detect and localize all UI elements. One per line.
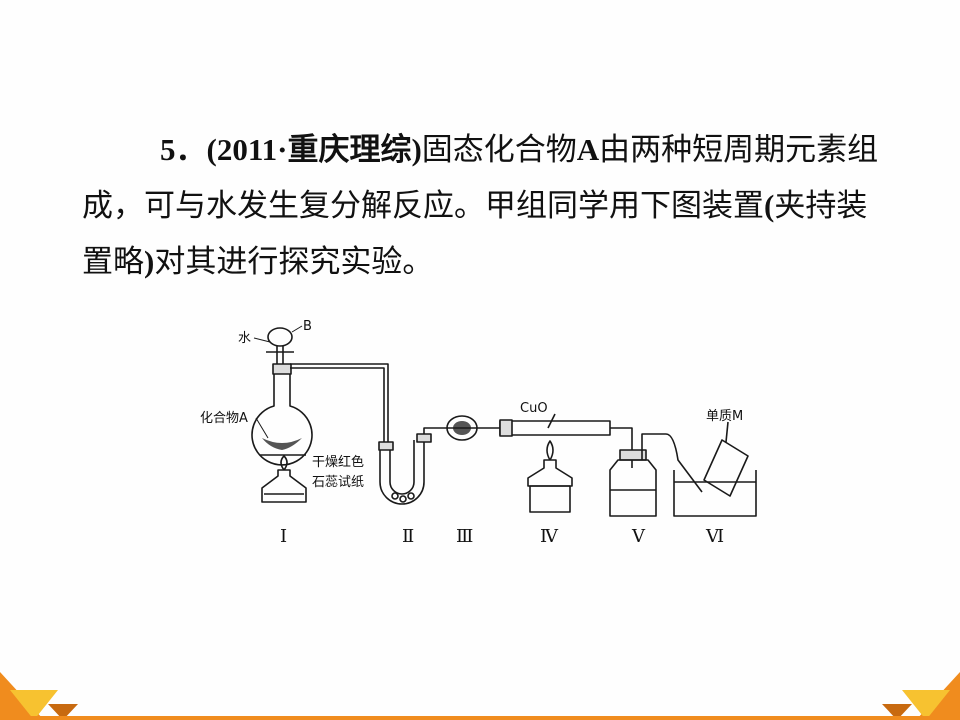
station-6-trough <box>673 421 757 517</box>
apparatus-diagram: 水 B 化合物A 干燥红色 石蕊试纸 CuO 单质M Ⅰ Ⅱ Ⅲ Ⅳ Ⅴ Ⅵ <box>200 319 757 546</box>
label-cuo: CuO <box>520 401 548 416</box>
decor-triangle-left-1 <box>0 672 44 720</box>
question-source: (2011·重庆理综) <box>206 132 422 167</box>
combustion-tube <box>499 420 611 436</box>
water-trough <box>673 470 757 517</box>
station-5-wash-bottle <box>609 440 657 517</box>
station-label: Ⅳ <box>540 526 559 546</box>
station-4-cuo-tube <box>499 413 611 513</box>
element-m-pointer <box>725 421 729 443</box>
question-text-4: 对其进行探究实验。 <box>154 244 434 280</box>
flask-stopper <box>272 363 292 375</box>
station-label: Ⅰ <box>280 526 287 546</box>
station-2-u-tube <box>378 433 432 505</box>
drying-beads <box>407 492 415 500</box>
decor-triangle-right-3 <box>882 704 912 720</box>
combustion-tube-stopper <box>499 419 513 437</box>
question-text: 5．(2011·重庆理综)固态化合物A由两种短周期元素组成，可与水发生复分解反应… <box>82 122 882 290</box>
u-tube-stopper-right <box>416 433 432 443</box>
paren-close: ) <box>144 244 155 279</box>
decor-triangle-right-1 <box>916 672 960 720</box>
burner-block <box>529 485 571 513</box>
compound-symbol: A <box>576 132 600 167</box>
decor-triangle-left-3 <box>48 704 78 720</box>
wash-bottle <box>609 459 657 517</box>
label-element-m: 单质M <box>706 409 743 424</box>
station-1-flask-assembly <box>251 327 313 503</box>
burner-flame <box>280 455 288 471</box>
alcohol-burner <box>261 469 307 503</box>
drying-beads <box>399 495 407 503</box>
label-funnel-b: B <box>303 319 312 334</box>
station-3-drying-tube <box>446 415 500 441</box>
label-litmus-line-2: 石蕊试纸 <box>312 475 364 490</box>
delivery-tube-1 <box>290 363 389 450</box>
question-text-2: 由两种短周期元素组成，可与水发生复分解反应。甲组同学用下图装置 <box>82 132 879 224</box>
u-tube-inner <box>389 440 415 495</box>
question-number: 5． <box>160 132 207 167</box>
decor-bottom-bar <box>0 716 960 720</box>
separatory-funnel <box>267 327 293 347</box>
label-water: 水 <box>238 331 251 346</box>
solid-compound-a <box>262 438 302 450</box>
question-text-1: 固态化合物 <box>421 132 577 168</box>
station-4-burner <box>527 459 573 487</box>
question-text-3: 夹持装置略 <box>82 188 868 280</box>
delivery-tube-4 <box>641 433 703 493</box>
station-label: Ⅲ <box>456 526 473 546</box>
decor-triangle-left-2 <box>10 690 58 720</box>
delivery-tube-2 <box>423 427 446 434</box>
paren-open: ( <box>764 188 775 223</box>
drying-beads <box>391 492 399 500</box>
decor-triangle-right-2 <box>902 690 950 720</box>
label-litmus-line-1: 干燥红色 <box>312 454 364 470</box>
station-label: Ⅱ <box>402 526 414 546</box>
delivery-tube-3 <box>610 427 633 468</box>
flask-body <box>251 374 313 466</box>
station-label: Ⅴ <box>631 526 646 546</box>
u-tube <box>379 440 425 505</box>
cuo-pointer <box>547 413 556 429</box>
inverted-collection-jar <box>703 439 749 497</box>
station-label: Ⅵ <box>705 526 724 546</box>
u-tube-stopper-left <box>378 441 394 451</box>
label-compound-a: 化合物A <box>200 411 248 426</box>
station-4-flame <box>546 440 554 461</box>
